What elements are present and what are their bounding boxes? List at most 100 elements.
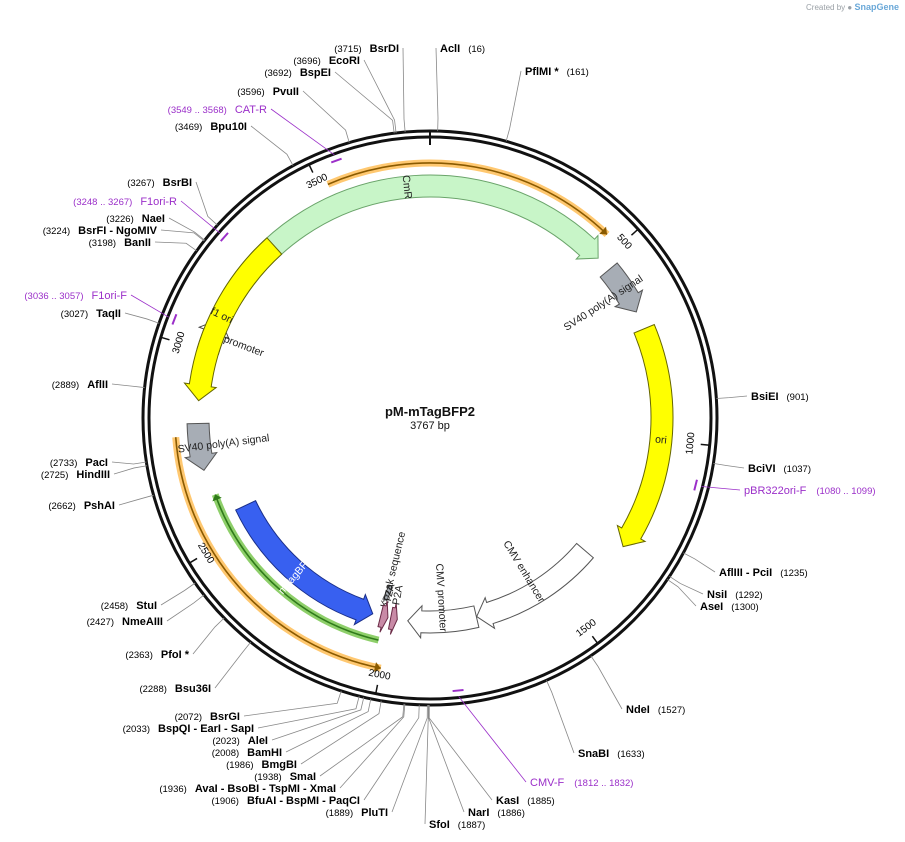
primer-pos: (1812 .. 1832) bbox=[574, 778, 633, 789]
site-label: BsiEI(901) bbox=[751, 391, 809, 403]
site-pos: (2363) bbox=[125, 650, 152, 661]
site-name: PflMI * bbox=[525, 66, 559, 78]
site-taqii[interactable]: (3027)TaqII bbox=[61, 308, 160, 324]
site-bsiei[interactable]: BsiEI(901) bbox=[716, 391, 809, 403]
site-leader bbox=[546, 680, 575, 754]
site-label: (3692)BspEI bbox=[264, 67, 331, 79]
site-leader bbox=[339, 703, 406, 789]
site-label: (3596)PvuII bbox=[237, 86, 299, 98]
site-bspei[interactable]: (3692)BspEI bbox=[264, 67, 395, 134]
site-name: BspQI - EarI - SapI bbox=[158, 723, 254, 735]
site-naei[interactable]: (3226)NaeI bbox=[106, 213, 206, 241]
site-leader bbox=[111, 461, 147, 465]
primer-f1ori-r[interactable]: (3248 .. 3267) F1ori-R bbox=[73, 196, 229, 242]
site-leader bbox=[160, 229, 205, 242]
site-leader bbox=[683, 552, 716, 573]
primer-mark bbox=[171, 313, 178, 325]
site-pfoi[interactable]: (2363)PfoI * bbox=[125, 617, 225, 661]
feature-shape bbox=[599, 262, 644, 313]
site-bamhi[interactable]: (2008)BamHI bbox=[212, 698, 372, 759]
site-pluti[interactable]: (1889)PluTI bbox=[326, 704, 428, 819]
primer-leader bbox=[458, 696, 527, 783]
site-bsrgi[interactable]: (2072)BsrGI bbox=[175, 690, 342, 723]
primer-label: pBR322ori-F(1080 .. 1099) bbox=[744, 485, 876, 497]
site-bsrdi[interactable]: (3715)BsrDI bbox=[334, 43, 406, 133]
site-pshai[interactable]: (2662)PshAI bbox=[48, 494, 154, 512]
tick-mark bbox=[375, 684, 379, 693]
primer-cmv-f[interactable]: CMV-F(1812 .. 1832) bbox=[452, 688, 634, 789]
site-banii[interactable]: (3198)BanII bbox=[89, 237, 197, 252]
site-pos: (3596) bbox=[237, 87, 264, 98]
primer-name: F1ori-R bbox=[140, 196, 177, 208]
site-name: BspEI bbox=[300, 67, 331, 79]
primer-leader bbox=[130, 294, 169, 318]
orf-arc-core bbox=[214, 494, 379, 641]
site-pflmi[interactable]: PflMI *(161) bbox=[505, 66, 589, 142]
tick-label: 3500 bbox=[305, 172, 330, 192]
site-bmgbi[interactable]: (1986)BmgBI bbox=[226, 700, 382, 771]
site-ndei[interactable]: NdeI(1527) bbox=[590, 655, 686, 716]
site-afliii[interactable]: AflIII - PciI(1235) bbox=[683, 552, 808, 579]
site-sfoi[interactable]: SfoI(1887) bbox=[424, 704, 485, 831]
site-leader bbox=[302, 90, 350, 143]
orf-arrowhead bbox=[599, 226, 608, 235]
feature-label: P2A bbox=[390, 584, 405, 606]
primer-label: (3248 .. 3267) F1ori-R bbox=[73, 196, 177, 208]
site-bspqi[interactable]: (2033)BspQI - EarI - SapI bbox=[123, 696, 360, 735]
site-avai[interactable]: (1936)AvaI - BsoBI - TspMI - XmaI bbox=[159, 703, 406, 795]
site-bfuai[interactable]: (1906)BfuAI - BspMI - PaqCI bbox=[211, 704, 420, 807]
site-pos: (2427) bbox=[87, 617, 114, 628]
primer-mark bbox=[452, 688, 464, 693]
site-label: SnaBI(1633) bbox=[578, 748, 645, 760]
site-nmeaiii[interactable]: (2427)NmeAIII bbox=[87, 594, 205, 628]
site-pos: (3198) bbox=[89, 238, 116, 249]
site-pos: (1235) bbox=[780, 568, 807, 579]
primer-cat-r[interactable]: (3549 .. 3568)CAT-R bbox=[168, 104, 342, 164]
site-leader bbox=[160, 582, 196, 606]
site-leader bbox=[195, 181, 218, 226]
site-snabi[interactable]: SnaBI(1633) bbox=[546, 680, 645, 760]
site-bsrfi[interactable]: (3224)BsrFI - NgoMIV bbox=[43, 225, 205, 242]
feature-cmr: CmR bbox=[223, 174, 599, 302]
primer-pbr322ori-f[interactable]: pBR322ori-F(1080 .. 1099) bbox=[693, 479, 876, 497]
site-leader bbox=[111, 383, 145, 388]
site-bcivi[interactable]: BciVI(1037) bbox=[713, 463, 811, 475]
site-name: EcoRI bbox=[329, 55, 360, 67]
site-pos: (1886) bbox=[497, 808, 524, 819]
feature-t2a: T2A bbox=[377, 583, 397, 633]
site-alei[interactable]: (2023) AleI bbox=[212, 697, 365, 747]
backbone-layer bbox=[141, 129, 719, 707]
primer-f1ori-f[interactable]: (3036 .. 3057)F1ori-F bbox=[24, 290, 178, 325]
site-pos: (1037) bbox=[784, 464, 811, 475]
site-kasi[interactable]: KasI(1885) bbox=[428, 704, 555, 807]
site-name: NaeI bbox=[142, 213, 165, 225]
site-aflii[interactable]: (2889)AflII bbox=[52, 379, 145, 391]
tick-label: 1000 bbox=[684, 431, 697, 455]
site-smai[interactable]: (1938)SmaI bbox=[254, 703, 405, 783]
primer-mark bbox=[219, 232, 229, 242]
site-leader bbox=[319, 703, 405, 777]
primer-pos: (3248 .. 3267) bbox=[73, 197, 132, 208]
site-name: AleI bbox=[248, 735, 268, 747]
site-stui[interactable]: (2458)StuI bbox=[101, 582, 196, 612]
site-nsii[interactable]: NsiI(1292) bbox=[669, 575, 763, 601]
snapgene-credit: Created by ● SnapGene bbox=[806, 2, 899, 12]
tick-label: 2000 bbox=[367, 668, 391, 683]
site-pvuii[interactable]: (3596)PvuII bbox=[237, 86, 350, 143]
site-label: SfoI(1887) bbox=[429, 819, 485, 831]
primer-leader bbox=[180, 200, 221, 234]
site-acli[interactable]: AclI(16) bbox=[435, 43, 485, 132]
site-bsrbi[interactable]: (3267)BsrBI bbox=[127, 177, 218, 226]
site-bsu36i[interactable]: (2288)Bsu36I bbox=[139, 641, 252, 695]
sites-layer: AclI(16) PflMI *(161) BsiEI(901) BciVI(1037… bbox=[41, 43, 811, 831]
site-bpu10i[interactable]: (3469)Bpu10I bbox=[175, 121, 294, 166]
site-pos: (2458) bbox=[101, 601, 128, 612]
site-hindiii[interactable]: (2725)HindIII bbox=[41, 465, 148, 481]
site-pos: (3696) bbox=[293, 56, 320, 67]
site-nari[interactable]: NarI(1886) bbox=[428, 704, 525, 819]
site-asei[interactable]: AseI(1300) bbox=[667, 579, 759, 613]
site-pos: (2023) bbox=[212, 736, 239, 747]
site-paci[interactable]: (2733)PacI bbox=[50, 457, 147, 469]
site-ecori[interactable]: (3696) EcoRI bbox=[293, 55, 397, 134]
site-label: (2725)HindIII bbox=[41, 469, 110, 481]
